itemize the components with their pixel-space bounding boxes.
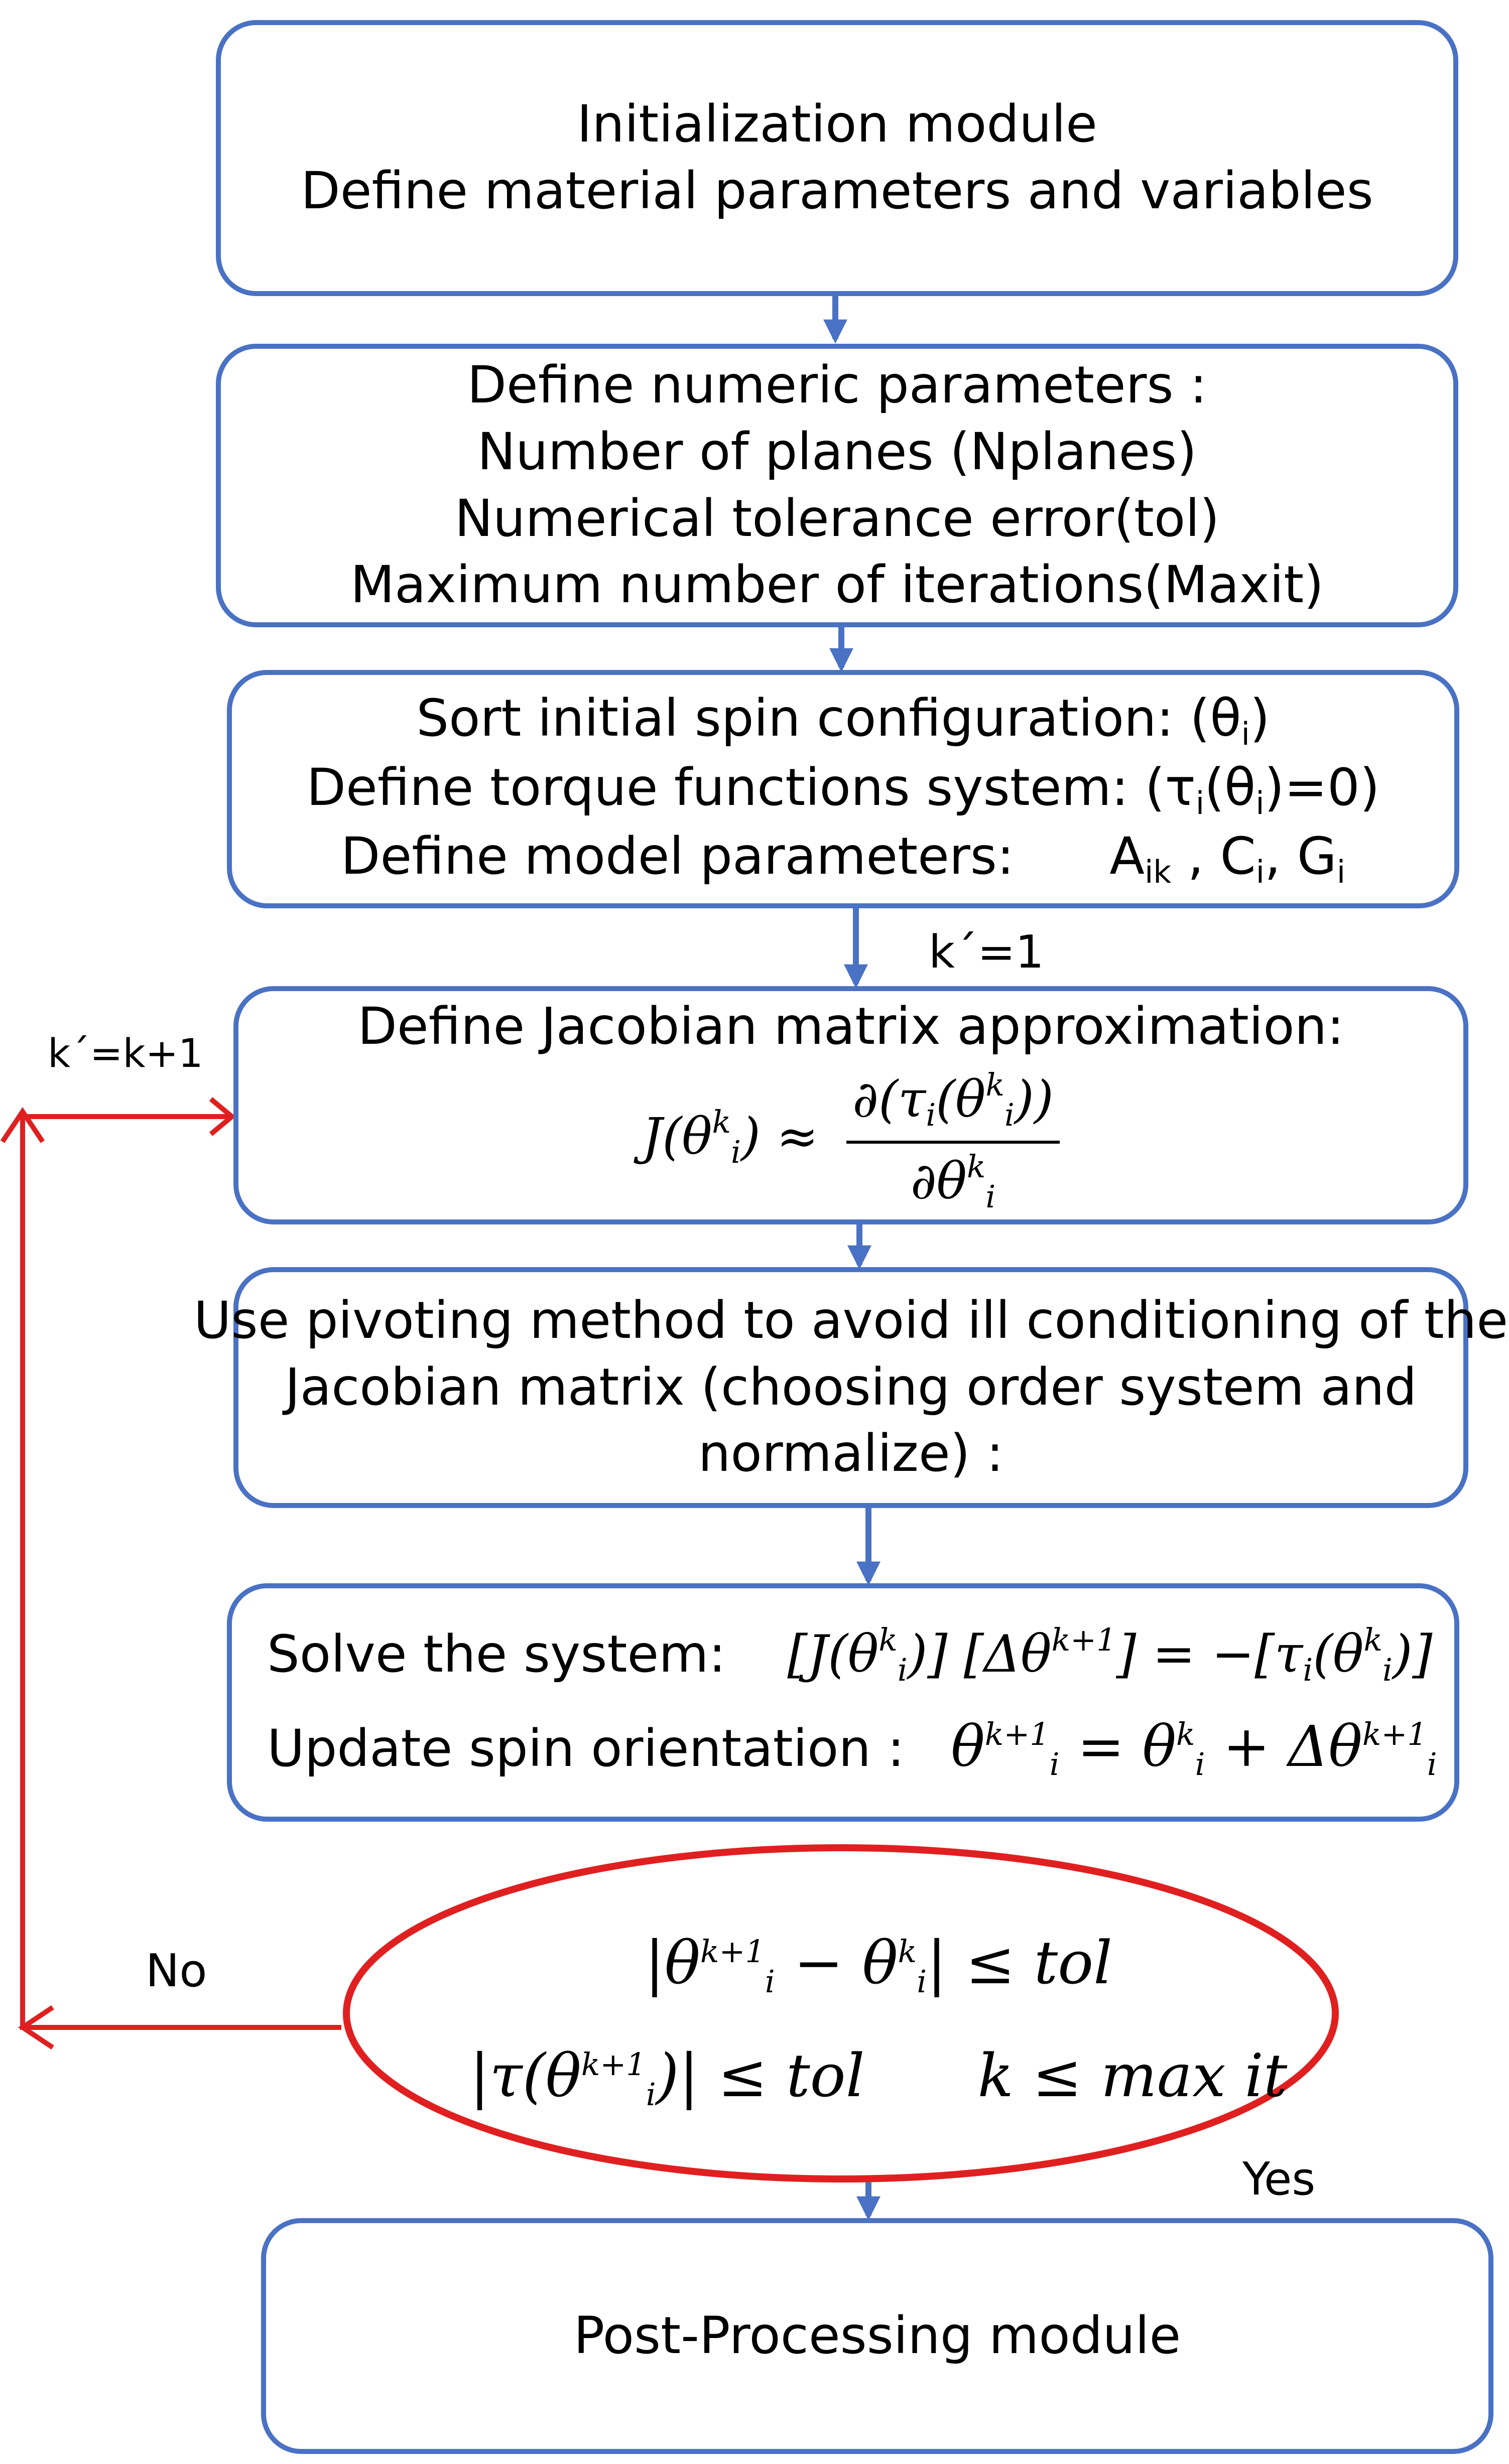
numeric-parameters-box: Define numeric parameters : Number of pl… (216, 344, 1458, 627)
k-init-label: k´=1 (929, 926, 1044, 979)
box5-line1: Use pivoting method to avoid ill conditi… (193, 1291, 1508, 1351)
solve-update-box: Solve the system: [J(θki)] [Δθk+1] = −[τ… (227, 1583, 1459, 1822)
convergence-condition: |θk+1i − θki| ≤ tol |τ(θk+1i)| ≤ tol k ≤… (452, 1879, 1305, 2160)
k-update-label: k´=k+1 (48, 1031, 203, 1076)
box7-title: Post-Processing module (573, 2305, 1181, 2366)
box4-title: Define Jacobian matrix approximation: (357, 996, 1344, 1056)
box5-line2: Jacobian matrix (choosing order system a… (285, 1357, 1417, 1417)
condition-2: |τ(θk+1i)| ≤ tol k ≤ max it (469, 2041, 1288, 2113)
box2-line3: Numerical tolerance error(tol) (454, 488, 1220, 549)
solve-system-row: Solve the system: [J(θki)] [Δθk+1] = −[τ… (267, 1621, 1433, 1689)
yes-label: Yes (1242, 2153, 1316, 2206)
box1-subtitle: Define material parameters and variables (301, 161, 1373, 221)
box2-line4: Maximum number of iterations(Maxit) (350, 555, 1324, 615)
jacobian-formula: J(θki) ≈ ∂(τi(θki)) ∂θki (642, 1065, 1060, 1217)
jacobian-box: Define Jacobian matrix approximation: J(… (233, 986, 1468, 1224)
spin-configuration-box: Sort initial spin configuration: (θi) De… (227, 670, 1459, 908)
decision-ellipse (343, 1844, 1339, 2182)
post-processing-box: Post-Processing module (261, 2218, 1493, 2454)
update-orientation-row: Update spin orientation : θk+1i = θki + … (267, 1714, 1437, 1783)
box2-line1: Define numeric parameters : (467, 355, 1207, 416)
box3-line1: Sort initial spin configuration: (θi) (416, 689, 1270, 753)
condition-3: k ≤ max it (977, 2041, 1288, 2110)
condition-1: |θk+1i − θki| ≤ tol (645, 1928, 1112, 2000)
box3-line3: Define model parameters:Aik , Ci, Gi (340, 827, 1346, 891)
box2-line2: Number of planes (Nplanes) (477, 422, 1197, 482)
no-label: No (146, 1945, 207, 1997)
box1-title: Initialization module (577, 94, 1097, 155)
initialization-box: Initialization module Define material pa… (216, 20, 1458, 296)
feedback-loop (0, 1097, 341, 2050)
pivoting-box: Use pivoting method to avoid ill conditi… (194, 1267, 1508, 1508)
box5-line3: normalize) : (698, 1424, 1004, 1484)
box3-line2: Define torque functions system: (τi(θi)=… (306, 757, 1380, 822)
